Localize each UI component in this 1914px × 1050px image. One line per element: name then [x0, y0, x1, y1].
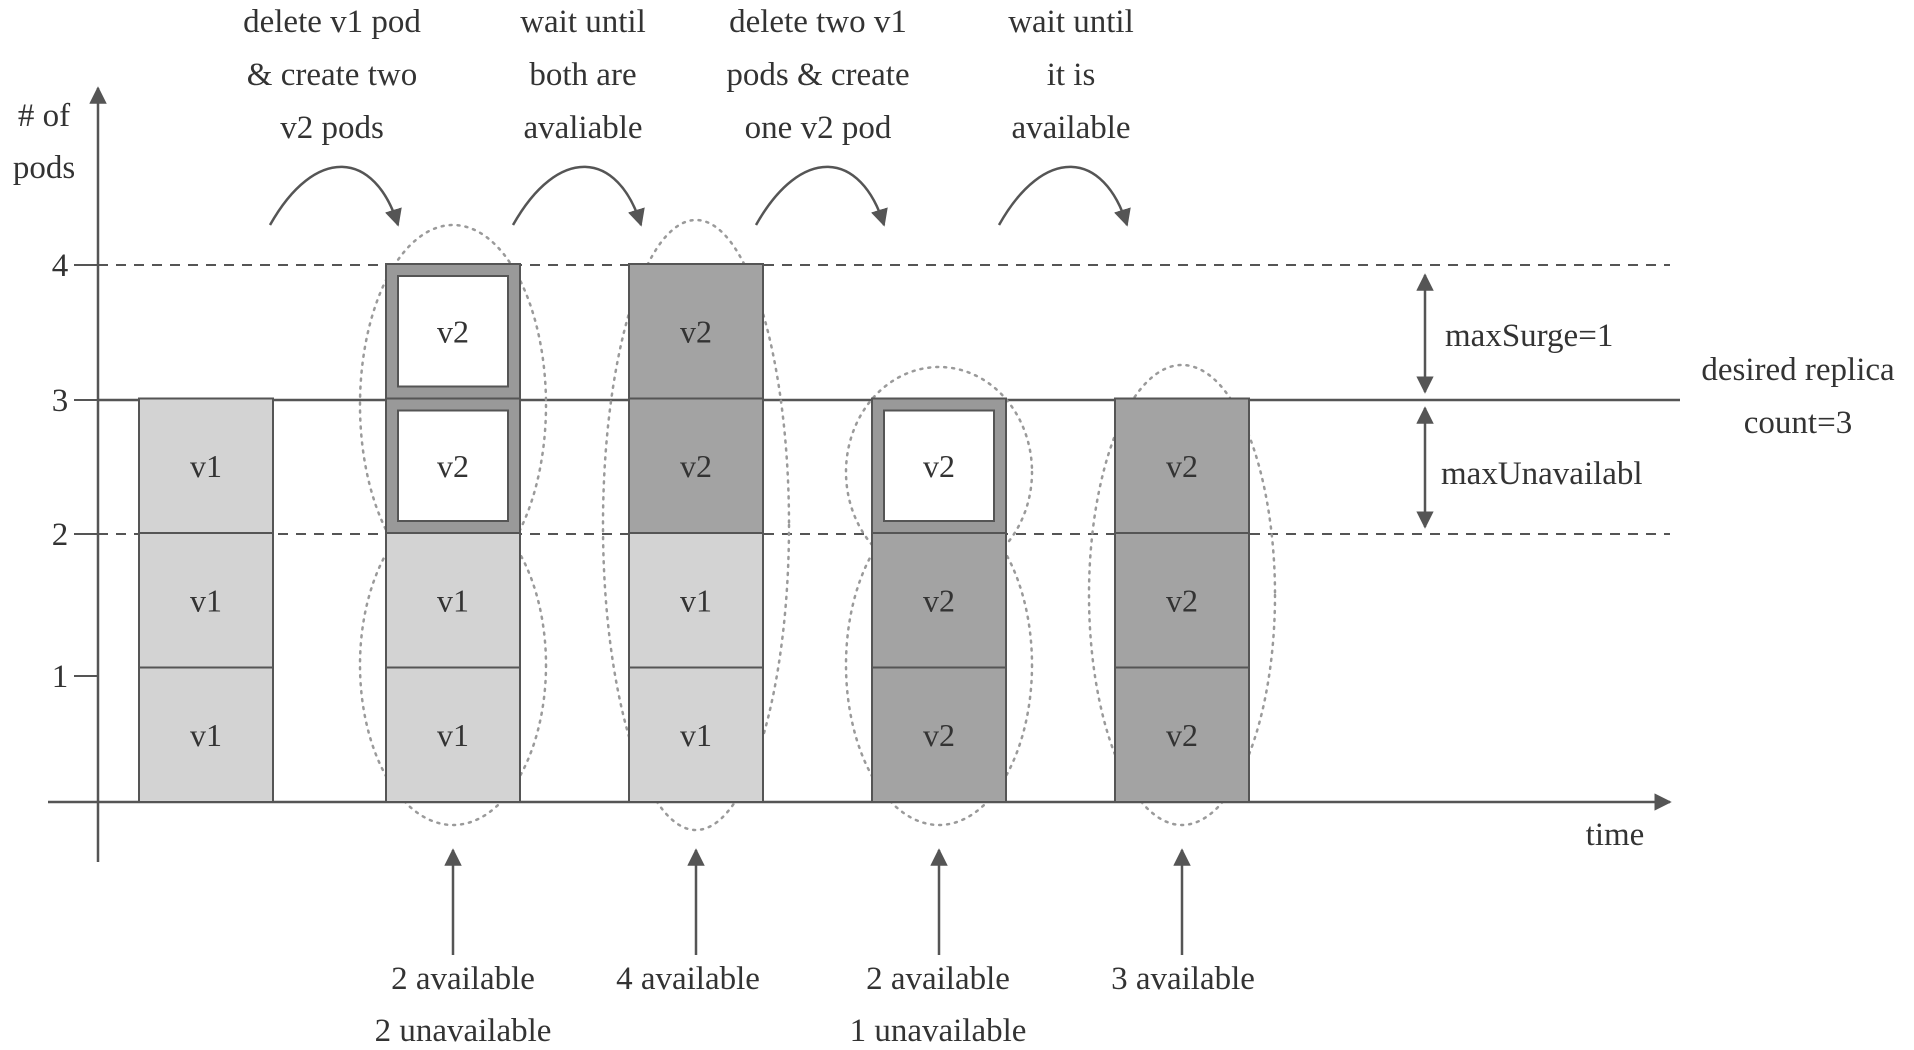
pod-box: [628, 397, 764, 534]
grouping-ellipse-unavailable-pair: [358, 223, 548, 587]
status-2-available: 4 available: [616, 961, 760, 997]
status-4-available: 3 available: [1111, 961, 1255, 997]
pod-box: [138, 397, 274, 534]
pod-label: v2: [1166, 448, 1198, 484]
step-arrows: [268, 165, 1131, 227]
pod-groupings: [358, 218, 1277, 832]
y-tick-3: 3: [52, 383, 69, 419]
x-axis-title: time: [1586, 817, 1645, 853]
status-3-available: 2 available: [866, 961, 1010, 997]
pod-box: [628, 666, 764, 803]
step-4-line-1: wait until: [1008, 4, 1134, 40]
pod-label: v1: [437, 582, 469, 618]
y-axis-title-line-1: # of: [18, 98, 70, 134]
pod-box-inner: [397, 409, 509, 522]
step-arrow-3: [754, 165, 888, 227]
pod-label: v2: [923, 448, 955, 484]
pod-label: v1: [437, 717, 469, 753]
desired-replica-label-line-1: desired replica: [1701, 352, 1895, 388]
status-1-unavailable: 2 unavailable: [375, 1013, 552, 1049]
pod-label: v1: [190, 717, 222, 753]
limit-annotations: maxSurge=1 maxUnavailabl desired replica…: [1416, 273, 1895, 529]
grouping-ellipse-two-new: [844, 503, 1034, 827]
grouping-ellipse-three-available: [1087, 363, 1277, 827]
step-4-line-2: it is: [1047, 57, 1096, 93]
pod-label: v2: [1166, 582, 1198, 618]
pod-box: [138, 666, 274, 803]
grouping-ellipse-starting-pod: [844, 365, 1034, 579]
status-labels: 2 available 2 unavailable 4 available 2 …: [375, 961, 1255, 1049]
y-ticks: 4 3 2 1: [52, 248, 98, 695]
pod-box: [385, 666, 521, 803]
pod-label: v2: [923, 582, 955, 618]
step-1-line-3: v2 pods: [280, 110, 384, 146]
pod-box: [138, 532, 274, 669]
pod-label: v1: [680, 717, 712, 753]
grouping-ellipse-four-available: [601, 218, 791, 832]
step-1-line-2: & create two: [247, 57, 417, 93]
pod-label: v2: [680, 313, 712, 349]
max-surge-label: maxSurge=1: [1445, 318, 1613, 354]
status-arrows: [444, 848, 1191, 955]
pod-label: v2: [680, 448, 712, 484]
pod-box-inner: [397, 275, 509, 388]
step-arrow-4: [997, 165, 1131, 227]
grouping-ellipse-available-pair: [358, 503, 548, 827]
y-tick-2: 2: [52, 517, 69, 553]
max-unavailable-label: maxUnavailabl: [1441, 456, 1643, 492]
pod-box: [385, 532, 521, 669]
step-arrow-1: [268, 165, 402, 227]
pod-label: v2: [923, 717, 955, 753]
step-arrow-2: [511, 165, 645, 227]
pod-label: v1: [190, 448, 222, 484]
pod-label: v1: [680, 582, 712, 618]
y-tick-4: 4: [52, 248, 69, 284]
step-2-line-2: both are: [529, 57, 636, 93]
pod-label: v2: [437, 448, 469, 484]
pod-box: [871, 666, 1007, 803]
pod-label: v1: [190, 582, 222, 618]
pod-label: v2: [1166, 717, 1198, 753]
pod-box-inner: [883, 409, 995, 522]
status-1-available: 2 available: [391, 961, 535, 997]
status-3-unavailable: 1 unavailable: [850, 1013, 1027, 1049]
pod-box: [1114, 397, 1250, 534]
step-labels: delete v1 pod & create two v2 pods wait …: [243, 4, 1134, 146]
step-3-line-1: delete two v1: [729, 4, 907, 40]
step-2-line-3: avaliable: [523, 110, 642, 146]
step-2-line-1: wait until: [520, 4, 646, 40]
step-1-line-1: delete v1 pod: [243, 4, 421, 40]
step-3-line-2: pods & create: [726, 57, 909, 93]
y-axis-title-line-2: pods: [13, 150, 75, 186]
step-4-line-3: available: [1011, 110, 1130, 146]
step-3-line-3: one v2 pod: [745, 110, 892, 146]
pod-label: v2: [437, 313, 469, 349]
y-tick-1: 1: [52, 659, 69, 695]
pod-box: [628, 532, 764, 669]
pod-stacks: v1 v1 v1 v1 v1 v2 v2 v1 v1 v2 v2 v2 v2 v2 v2 v2 v2: [138, 263, 1250, 803]
pod-box: [871, 532, 1007, 669]
pod-box: [1114, 532, 1250, 669]
pod-box: [628, 263, 764, 400]
axes: # of pods time: [13, 86, 1672, 862]
desired-replica-label-line-2: count=3: [1744, 405, 1852, 441]
